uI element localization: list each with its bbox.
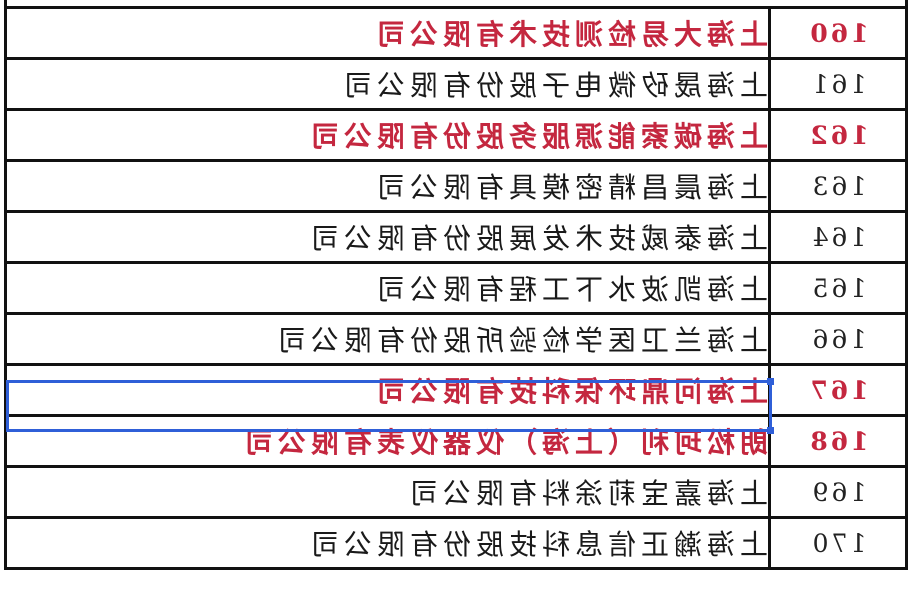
company-name[interactable]: 上海嘉宝莉涂料有限公司 xyxy=(5,466,770,518)
company-name[interactable]: 上海晨昌精密模具有限公司 xyxy=(5,160,770,212)
row-number[interactable]: 170 xyxy=(769,517,907,569)
row-number[interactable]: 164 xyxy=(769,211,907,263)
row-number[interactable]: 168 xyxy=(769,415,907,467)
company-name[interactable]: 上海大易检测技术有限公司 xyxy=(5,7,770,59)
company-list-table: 160 上海大易检测技术有限公司 161 上海晟矽微电子股份有限公司 162 上… xyxy=(4,6,908,570)
company-name[interactable]: 上海兰卫医学检验所股份有限公司 xyxy=(5,313,770,365)
row-number[interactable]: 160 xyxy=(769,7,907,59)
row-number[interactable]: 162 xyxy=(769,109,907,161)
company-name[interactable]: 上海晟矽微电子股份有限公司 xyxy=(5,58,770,110)
row-number[interactable]: 167 xyxy=(769,364,907,416)
company-name[interactable]: 上海瀚正信息科技股份有限公司 xyxy=(5,517,770,569)
company-name[interactable]: 上海凯波水下工程有限公司 xyxy=(5,262,770,314)
row-number[interactable]: 161 xyxy=(769,58,907,110)
table-row[interactable]: 170 上海瀚正信息科技股份有限公司 xyxy=(5,517,907,569)
table-row[interactable]: 166 上海兰卫医学检验所股份有限公司 xyxy=(5,313,907,365)
table-row[interactable]: 161 上海晟矽微电子股份有限公司 xyxy=(5,58,907,110)
row-number[interactable]: 166 xyxy=(769,313,907,365)
table-row[interactable]: 168 朗松珂利（上海）仪器仪表有限公司 xyxy=(5,415,907,467)
table-row[interactable]: 164 上海泰威技术发展股份有限公司 xyxy=(5,211,907,263)
company-name[interactable]: 上海泰威技术发展股份有限公司 xyxy=(5,211,770,263)
table-row[interactable]: 169 上海嘉宝莉涂料有限公司 xyxy=(5,466,907,518)
row-number[interactable]: 165 xyxy=(769,262,907,314)
row-number[interactable]: 169 xyxy=(769,466,907,518)
company-name[interactable]: 上海问鼎环保科技有限公司 xyxy=(5,364,770,416)
table-row[interactable]: 163 上海晨昌精密模具有限公司 xyxy=(5,160,907,212)
table-row[interactable]: 160 上海大易检测技术有限公司 xyxy=(5,7,907,59)
row-number[interactable]: 163 xyxy=(769,160,907,212)
table-row-selected[interactable]: 167 上海问鼎环保科技有限公司 xyxy=(5,364,907,416)
table-row[interactable]: 165 上海凯波水下工程有限公司 xyxy=(5,262,907,314)
company-name[interactable]: 上海碳索能源服务股份有限公司 xyxy=(5,109,770,161)
table-row[interactable]: 162 上海碳索能源服务股份有限公司 xyxy=(5,109,907,161)
company-name[interactable]: 朗松珂利（上海）仪器仪表有限公司 xyxy=(5,415,770,467)
